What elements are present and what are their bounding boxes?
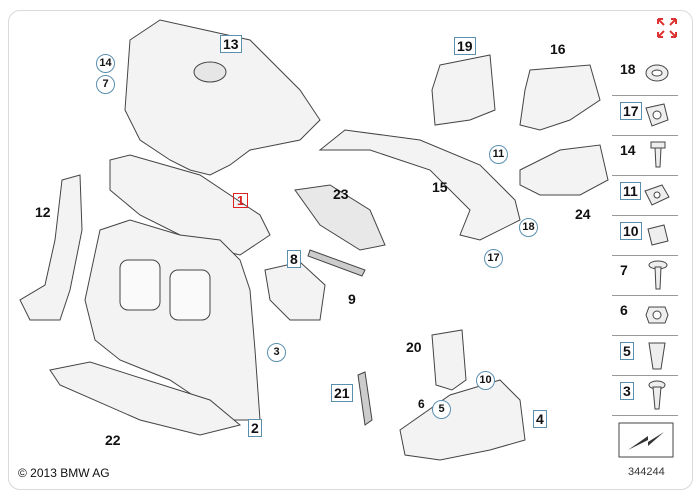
part-lower-duct-4	[399, 379, 526, 461]
part-strip-9	[307, 249, 366, 277]
callout-19[interactable]: 19	[454, 37, 476, 55]
side-item-14[interactable]: 14	[612, 135, 678, 174]
part-duct-15	[318, 129, 521, 241]
side-item-arrow	[612, 415, 678, 464]
arrow-icon	[618, 422, 674, 458]
callout-15[interactable]: 15	[432, 179, 448, 195]
callout-21[interactable]: 21	[331, 384, 353, 402]
part-duct-12	[19, 174, 83, 321]
callout-4[interactable]: 4	[533, 410, 547, 428]
side-item-11[interactable]: 11	[612, 175, 678, 214]
push-clip-icon	[648, 342, 666, 370]
side-item-6[interactable]: 6	[612, 295, 678, 334]
callout-10[interactable]: 10	[476, 371, 495, 390]
side-item-17[interactable]: 17	[612, 95, 678, 134]
part-bracket-19	[431, 54, 496, 126]
side-item-10[interactable]: 10	[612, 215, 678, 254]
callout-16[interactable]: 16	[550, 41, 566, 57]
copyright: © 2013 BMW AG	[18, 466, 110, 480]
diagram-number: 344244	[628, 466, 665, 478]
callout-22[interactable]: 22	[105, 432, 121, 448]
clip-nut-icon	[645, 103, 669, 127]
part-air-box-24	[519, 144, 609, 196]
screw-icon	[648, 260, 668, 290]
spring-nut-icon	[644, 184, 670, 206]
part-underbody-panel-22	[49, 361, 242, 436]
part-8	[264, 261, 326, 321]
expanding-rivet-icon	[650, 141, 666, 168]
expand-arrows-icon[interactable]	[656, 17, 678, 39]
callout-9[interactable]: 9	[348, 291, 356, 307]
callout-12[interactable]: 12	[35, 204, 51, 220]
side-item-3[interactable]: 3	[612, 375, 678, 414]
part-hose-20	[431, 329, 467, 391]
part-grille-23	[294, 184, 386, 251]
plastic-rivet-icon	[648, 380, 666, 410]
callout-14[interactable]: 14	[96, 54, 115, 73]
part-bracket-1	[109, 154, 271, 256]
callout-2[interactable]: 2	[248, 419, 262, 437]
side-item-7[interactable]: 7	[612, 255, 678, 294]
part-engine-cover	[124, 19, 321, 176]
callout-7[interactable]: 7	[96, 75, 115, 94]
sheet-metal-nut-icon	[647, 224, 669, 246]
side-item-18[interactable]: 18	[612, 55, 678, 93]
callout-3[interactable]: 3	[267, 343, 286, 362]
side-item-5[interactable]: 5	[612, 335, 678, 374]
grommet-icon	[645, 64, 669, 82]
fasteners-panel: 18 17 14 11 10 7 6 5	[612, 55, 678, 467]
callout-11[interactable]: 11	[489, 145, 508, 164]
part-bracket-21	[357, 371, 373, 426]
callout-13[interactable]: 13	[220, 35, 242, 53]
callout-18[interactable]: 18	[519, 218, 538, 237]
callout-24[interactable]: 24	[575, 206, 591, 222]
callout-23[interactable]: 23	[333, 186, 349, 202]
callout-6[interactable]: 6	[418, 397, 425, 411]
callout-1[interactable]: 1	[233, 193, 249, 208]
hex-nut-icon	[645, 306, 669, 324]
part-duct-16	[519, 64, 601, 131]
callout-20[interactable]: 20	[406, 339, 422, 355]
callout-8[interactable]: 8	[287, 250, 301, 268]
parts-drawing	[19, 19, 609, 461]
callout-5[interactable]: 5	[432, 400, 451, 419]
callout-17[interactable]: 17	[484, 249, 503, 268]
